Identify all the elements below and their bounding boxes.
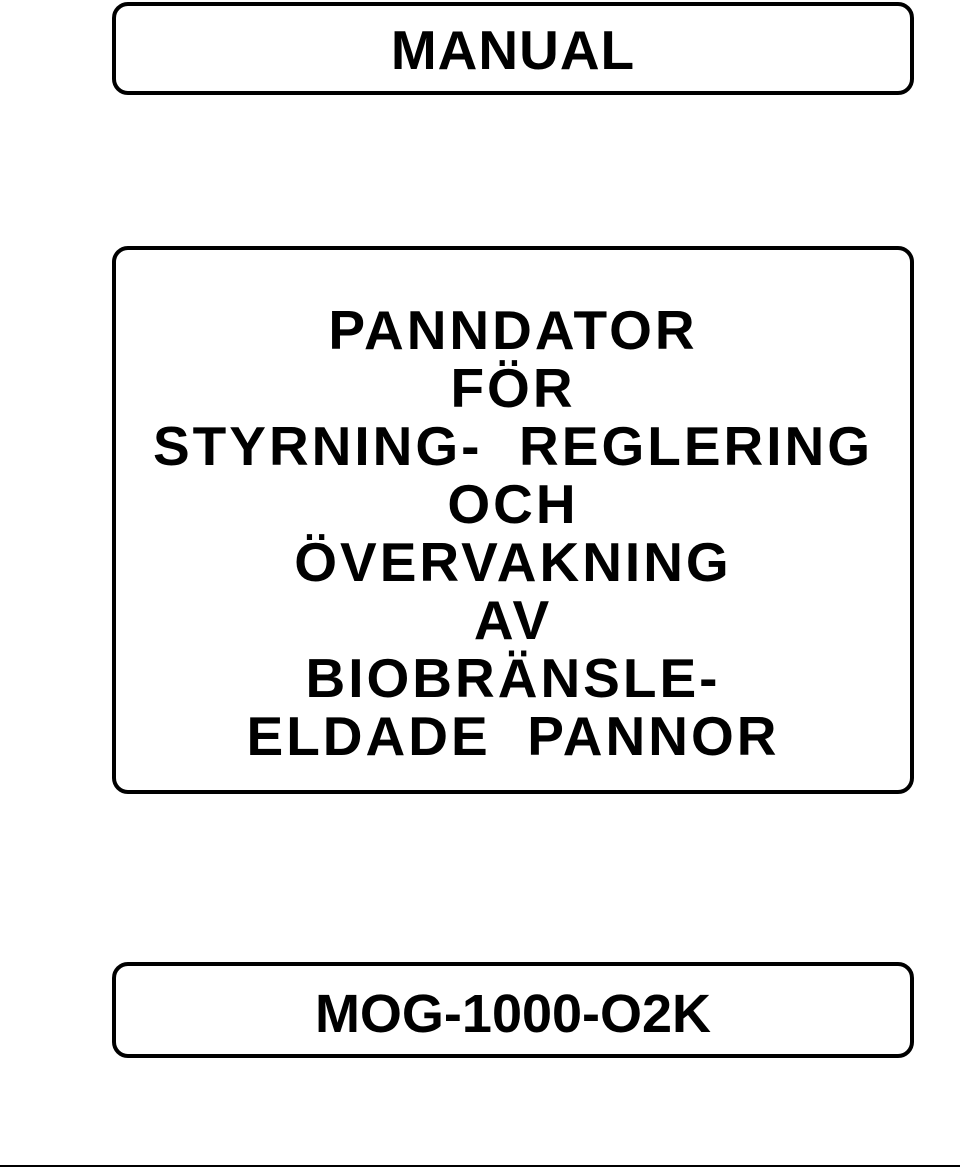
title-line: PANNDATOR <box>328 299 698 361</box>
model-number: MOG-1000-O2K <box>314 984 712 1044</box>
document-title: PANNDATOR FÖR STYRNING- REGLERING OCH ÖV… <box>116 301 910 765</box>
title-line: ÖVERVAKNING <box>294 531 732 593</box>
model-number-box: MOG-1000-O2K <box>112 962 914 1058</box>
title-line: AV <box>473 589 553 651</box>
bottom-divider <box>0 1165 960 1167</box>
title-line: ELDADE PANNOR <box>246 705 780 767</box>
title-box: PANNDATOR FÖR STYRNING- REGLERING OCH ÖV… <box>112 246 914 794</box>
title-line: OCH <box>447 473 579 535</box>
title-line: STYRNING- REGLERING <box>152 415 874 477</box>
manual-label-box: MANUAL <box>112 2 914 95</box>
title-line: FÖR <box>450 357 576 419</box>
title-line: BIOBRÄNSLE- <box>305 647 721 709</box>
manual-label: MANUAL <box>390 19 636 81</box>
